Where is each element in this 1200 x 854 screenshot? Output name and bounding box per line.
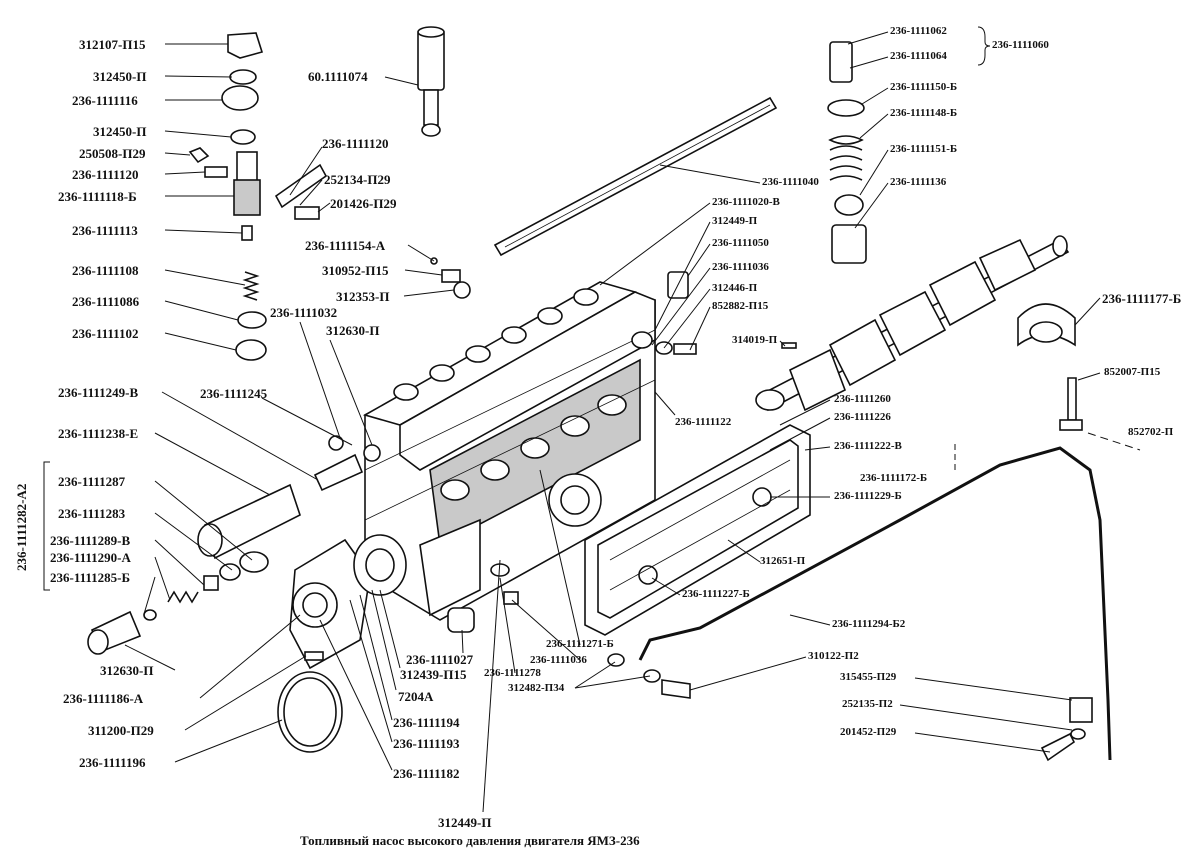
label-236-1111151-b: 236-1111151-Б (890, 143, 958, 155)
bearing-cap (1017, 303, 1076, 347)
label-236-1111283: 236-1111283 (58, 506, 126, 521)
label-236-1111036-b: 236-1111036 (530, 654, 587, 666)
camshaft (755, 235, 1070, 412)
label-236-1111060: 236-1111060 (992, 39, 1049, 51)
label-236-1111148-b: 236-1111148-Б (890, 107, 958, 119)
label-236-1111226: 236-1111226 (834, 411, 891, 423)
fuel-tube (607, 446, 1112, 762)
label-236-1111186-a: 236-1111186-А (63, 691, 144, 706)
label-236-1111260: 236-1111260 (834, 393, 891, 405)
label-250508-p29: 250508-П29 (79, 146, 146, 161)
group-label-vertical: 236-1111282-А2 (14, 483, 29, 571)
label-7204a: 7204А (398, 689, 434, 704)
label-236-1111222-v: 236-1111222-В (834, 440, 902, 452)
label-236-1111287: 236-1111287 (58, 474, 126, 489)
label-236-1111294-b2: 236-1111294-Б2 (832, 618, 906, 630)
delivery-valve-stack (188, 32, 267, 361)
flange-assembly (277, 534, 519, 753)
label-252135-p2: 252135-П2 (842, 698, 893, 710)
label-236-1111289-v: 236-1111289-В (50, 533, 131, 548)
label-312446-p: 312446-П (712, 282, 758, 294)
label-312630-p: 312630-П (326, 323, 380, 338)
label-312449-p-2: 312449-П (438, 815, 492, 830)
label-310122-p2: 310122-П2 (808, 650, 859, 662)
label-236-1111154-a: 236-1111154-А (305, 238, 386, 253)
group-brace-1111060 (977, 26, 991, 66)
label-310952-p15: 310952-П15 (322, 263, 389, 278)
label-312353-p: 312353-П (336, 289, 390, 304)
label-236-1111102: 236-1111102 (72, 326, 139, 341)
label-236-1111116: 236-1111116 (72, 93, 138, 108)
label-852702-p: 852702-П (1128, 426, 1174, 438)
label-314019-p: 314019-П (732, 334, 778, 346)
label-236-1111064: 236-1111064 (890, 50, 947, 62)
label-236-1111032: 236-1111032 (270, 305, 338, 320)
label-852882-p15: 852882-П15 (712, 300, 769, 312)
label-236-1111238-e: 236-1111238-Е (58, 426, 139, 441)
label-236-1111245: 236-1111245 (200, 386, 268, 401)
roller-tappet-stack (827, 41, 867, 264)
label-236-1111020-v: 236-1111020-В (712, 196, 780, 208)
label-236-1111229-b: 236-1111229-Б (834, 490, 902, 502)
label-236-1111271-b: 236-1111271-Б (546, 638, 614, 650)
group-brace-vertical (43, 461, 50, 591)
label-312439-p15: 312439-П15 (400, 667, 467, 682)
label-312450-p-2: 312450-П (93, 124, 147, 139)
side-cover-plate (584, 424, 811, 636)
label-236-1111194: 236-1111194 (393, 715, 460, 730)
label-60-1111074: 60.1111074 (308, 69, 368, 84)
leader-lines (124, 31, 1141, 813)
label-236-1111050: 236-1111050 (712, 237, 769, 249)
label-236-1111086: 236-1111086 (72, 294, 140, 309)
label-236-1111290-a: 236-1111290-А (50, 550, 131, 565)
label-236-1111196: 236-1111196 (79, 755, 146, 770)
label-236-1111108: 236-1111108 (72, 263, 139, 278)
label-252134-p29: 252134-П29 (324, 172, 391, 187)
label-236-1111177-b: 236-1111177-Б (1102, 291, 1182, 306)
label-312107-p15: 312107-П15 (79, 37, 146, 52)
label-236-1111027: 236-1111027 (406, 652, 474, 667)
label-312651-p: 312651-П (760, 555, 806, 567)
label-236-1111227-b: 236-1111227-Б (682, 588, 750, 600)
label-236-1111182: 236-1111182 (393, 766, 460, 781)
valve-parts-right (631, 271, 1083, 431)
label-236-1111136: 236-1111136 (890, 176, 947, 188)
label-312450-p: 312450-П (93, 69, 147, 84)
label-236-1111118-b: 236-1111118-Б (58, 189, 137, 204)
label-236-1111193: 236-1111193 (393, 736, 460, 751)
label-236-1111062: 236-1111062 (890, 25, 947, 37)
label-236-1111120: 236-1111120 (72, 167, 139, 182)
label-201426-p29: 201426-П29 (330, 196, 397, 211)
label-312630-p-2: 312630-П (100, 663, 154, 678)
label-236-1111122: 236-1111122 (675, 416, 732, 428)
label-236-1111150-b: 236-1111150-Б (890, 81, 958, 93)
label-236-1111120-b: 236-1111120 (322, 136, 389, 151)
label-315455-p29: 315455-П29 (840, 671, 897, 683)
label-236-1111285-b: 236-1111285-Б (50, 570, 131, 585)
diagram-caption: Топливный насос высокого давления двигат… (300, 833, 640, 848)
label-201452-p29: 201452-П29 (840, 726, 897, 738)
label-311200-p29: 311200-П29 (88, 723, 154, 738)
label-312482-p34: 312482-П34 (508, 682, 565, 694)
label-312449-p: 312449-П (712, 215, 758, 227)
label-852007-p15: 852007-П15 (1104, 366, 1161, 378)
label-236-1111172-b: 236-1111172-Б (860, 472, 928, 484)
label-236-1111278: 236-1111278 (484, 667, 541, 679)
label-236-1111040: 236-1111040 (762, 176, 819, 188)
label-236-1111113: 236-1111113 (72, 223, 138, 238)
plunger (417, 26, 445, 137)
label-236-1111036: 236-1111036 (712, 261, 769, 273)
control-rack (493, 96, 778, 257)
label-236-1111249-v: 236-1111249-В (58, 385, 139, 400)
pump-housing (362, 281, 656, 621)
coupling-parts-left (87, 435, 381, 655)
